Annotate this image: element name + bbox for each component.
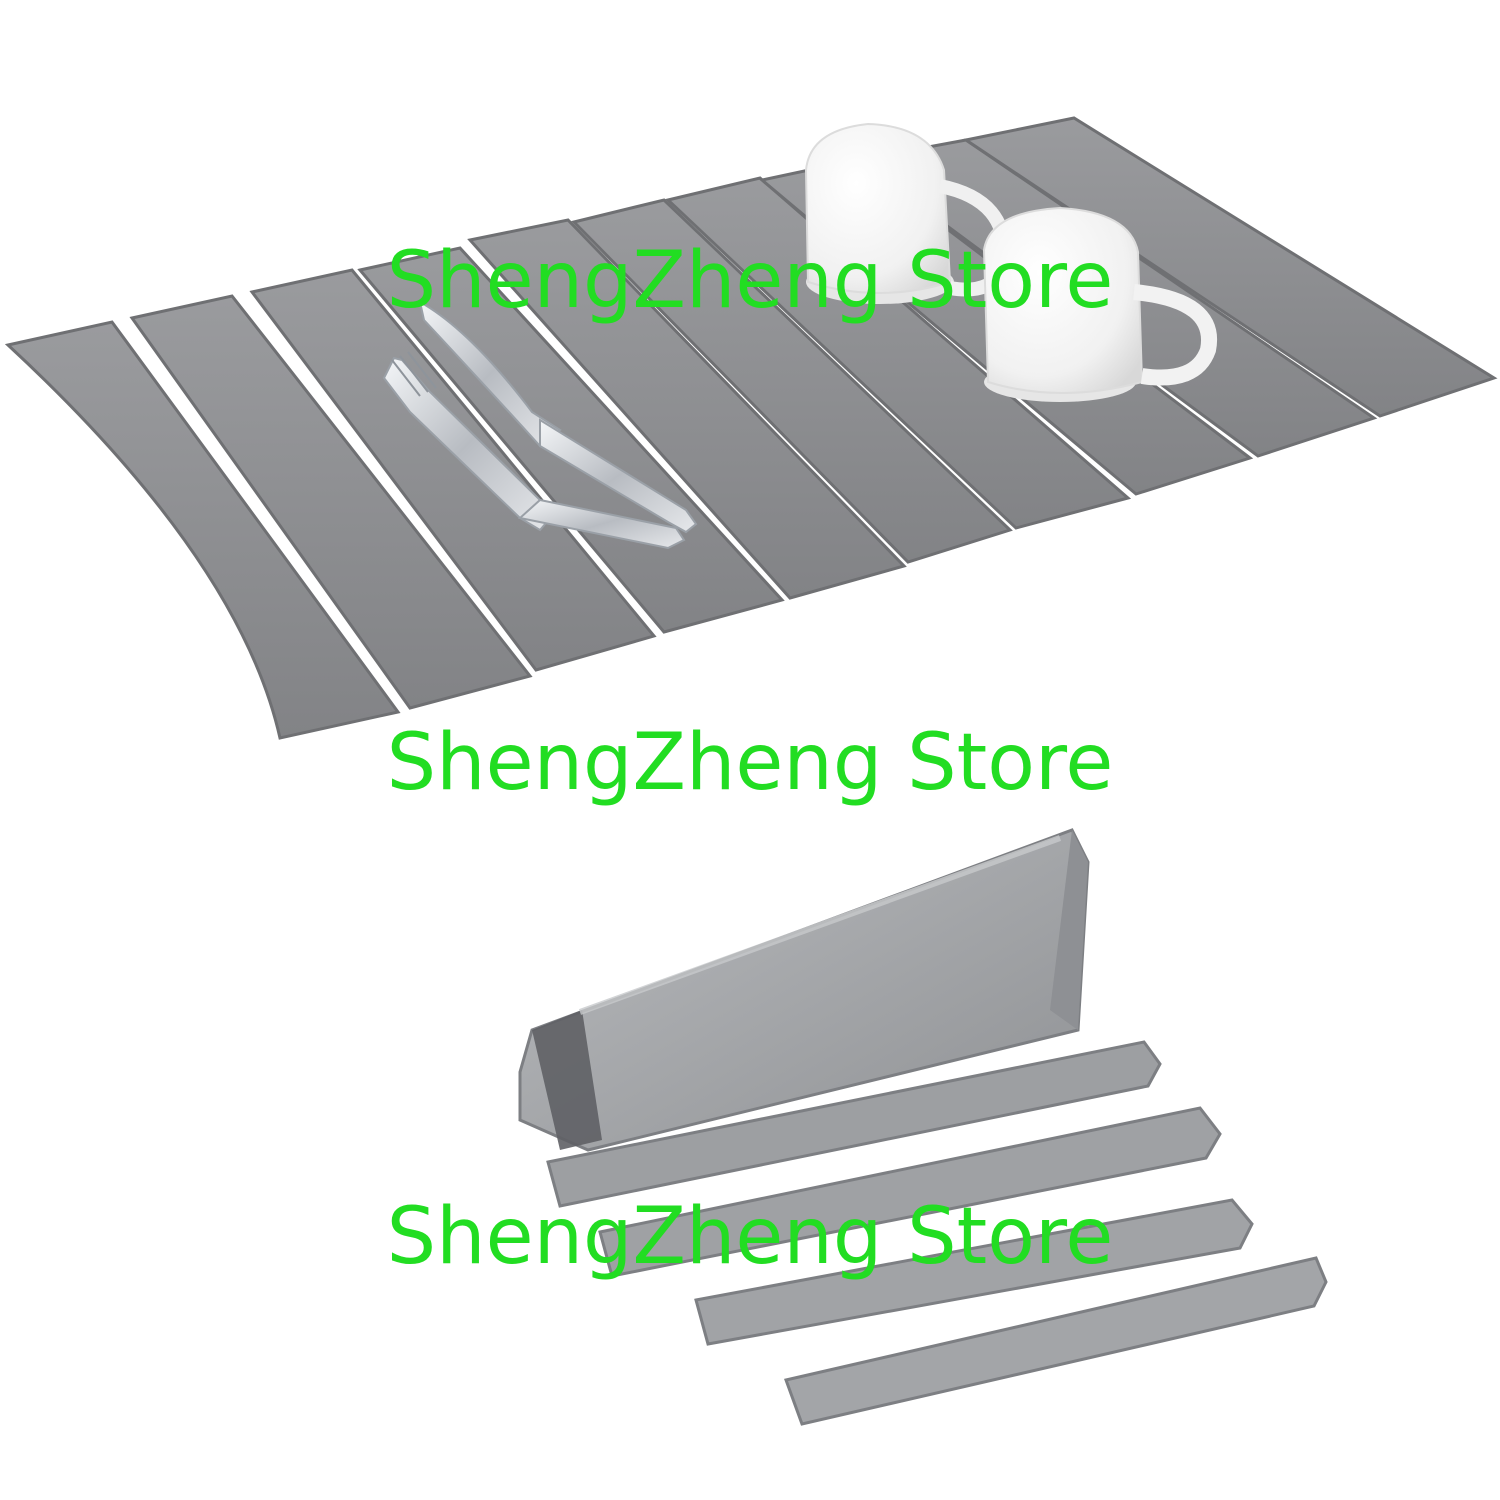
mat-slat: [249, 268, 657, 672]
mat-slat: [4, 320, 401, 740]
mat-slat: [571, 198, 1013, 564]
roll-body: [518, 828, 1090, 1152]
mat-slat: [467, 218, 907, 600]
fork-icon: [382, 351, 686, 550]
flat-mat: [4, 116, 1498, 740]
cup-icon: [982, 206, 1218, 402]
roll-slat: [784, 1256, 1328, 1426]
knife-icon: [418, 300, 698, 534]
mat-slat: [664, 176, 1132, 530]
roll-slat: [546, 1040, 1162, 1208]
mat-slat: [129, 294, 533, 710]
cup-icon: [804, 122, 1012, 304]
roll-slat: [694, 1198, 1254, 1346]
mat-slat: [962, 116, 1498, 418]
roll-slat: [598, 1106, 1222, 1278]
rolled-mat: [518, 828, 1328, 1426]
